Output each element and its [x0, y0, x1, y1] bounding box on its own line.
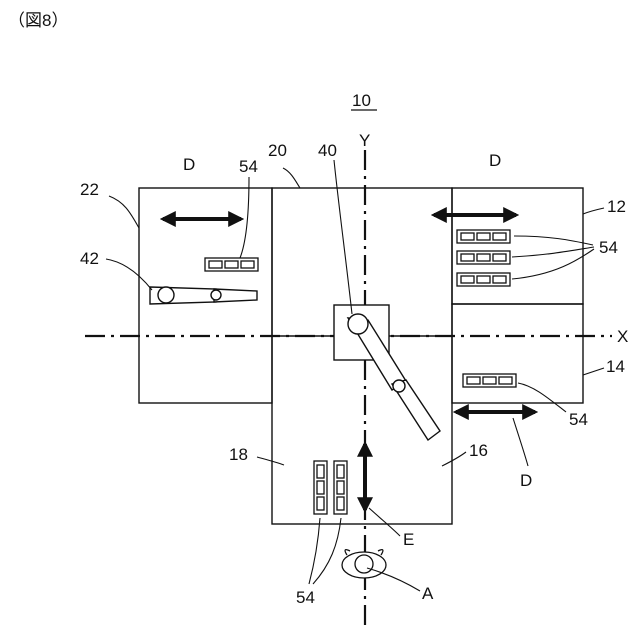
- robot-42-joint-elbow: [211, 290, 221, 300]
- leader-54-right-1: [514, 236, 593, 245]
- robot-40: [334, 305, 440, 440]
- leader-54-right-2: [512, 247, 594, 257]
- label-robot-40: 40: [318, 141, 337, 160]
- label-d-left: D: [183, 155, 195, 174]
- label-area-22: 22: [80, 180, 99, 199]
- leader-54-area14: [518, 383, 566, 412]
- label-d-right-upper: D: [489, 151, 501, 170]
- leader-54-left: [240, 177, 249, 258]
- y-axis-label: Y: [359, 131, 370, 150]
- tray-54-right-2: [457, 251, 510, 264]
- leader-d-lower: [513, 418, 528, 466]
- area-14: [452, 304, 583, 403]
- tray-54-bottom-1: [314, 461, 327, 514]
- label-area-14: 14: [606, 357, 625, 376]
- leader-16: [442, 452, 466, 466]
- leader-18: [257, 457, 284, 465]
- robot-42: [150, 287, 257, 304]
- operator-a: [342, 550, 386, 578]
- label-a-operator: A: [422, 584, 434, 603]
- label-tray-54-bottom: 54: [296, 588, 315, 607]
- label-d-right-lower: D: [520, 471, 532, 490]
- leader-e: [369, 508, 400, 536]
- leader-40: [334, 160, 352, 314]
- label-tray-54-left: 54: [239, 157, 258, 176]
- label-area-20: 20: [268, 141, 287, 160]
- label-tray-54-right-upper: 54: [599, 238, 618, 257]
- leader-42: [106, 259, 152, 290]
- leader-54-bottom-1: [309, 518, 320, 584]
- tray-54-right-3: [457, 273, 510, 286]
- robot-40-joint-elbow: [393, 380, 405, 392]
- tray-54-bottom-2: [334, 461, 347, 514]
- label-area-12: 12: [607, 197, 626, 216]
- leader-22: [109, 196, 139, 228]
- leader-12: [583, 208, 604, 214]
- system-ref-label: 10: [352, 91, 371, 110]
- label-tray-54-right-lower: 54: [569, 410, 588, 429]
- leader-20: [283, 168, 300, 188]
- label-area-18: 18: [229, 445, 248, 464]
- leader-14: [583, 368, 604, 375]
- figure-label: （図8）: [8, 11, 68, 30]
- tray-54-area-14: [463, 374, 516, 387]
- leader-54-bottom-2: [313, 518, 341, 584]
- label-robot-42: 42: [80, 249, 99, 268]
- tray-54-left: [205, 258, 258, 271]
- label-e-vertical: E: [403, 530, 414, 549]
- x-axis-label: X: [617, 327, 628, 346]
- robot-42-joint-base: [158, 287, 174, 303]
- label-area-16: 16: [469, 441, 488, 460]
- robot-40-joint-base: [348, 314, 368, 334]
- tray-54-right-1: [457, 230, 510, 243]
